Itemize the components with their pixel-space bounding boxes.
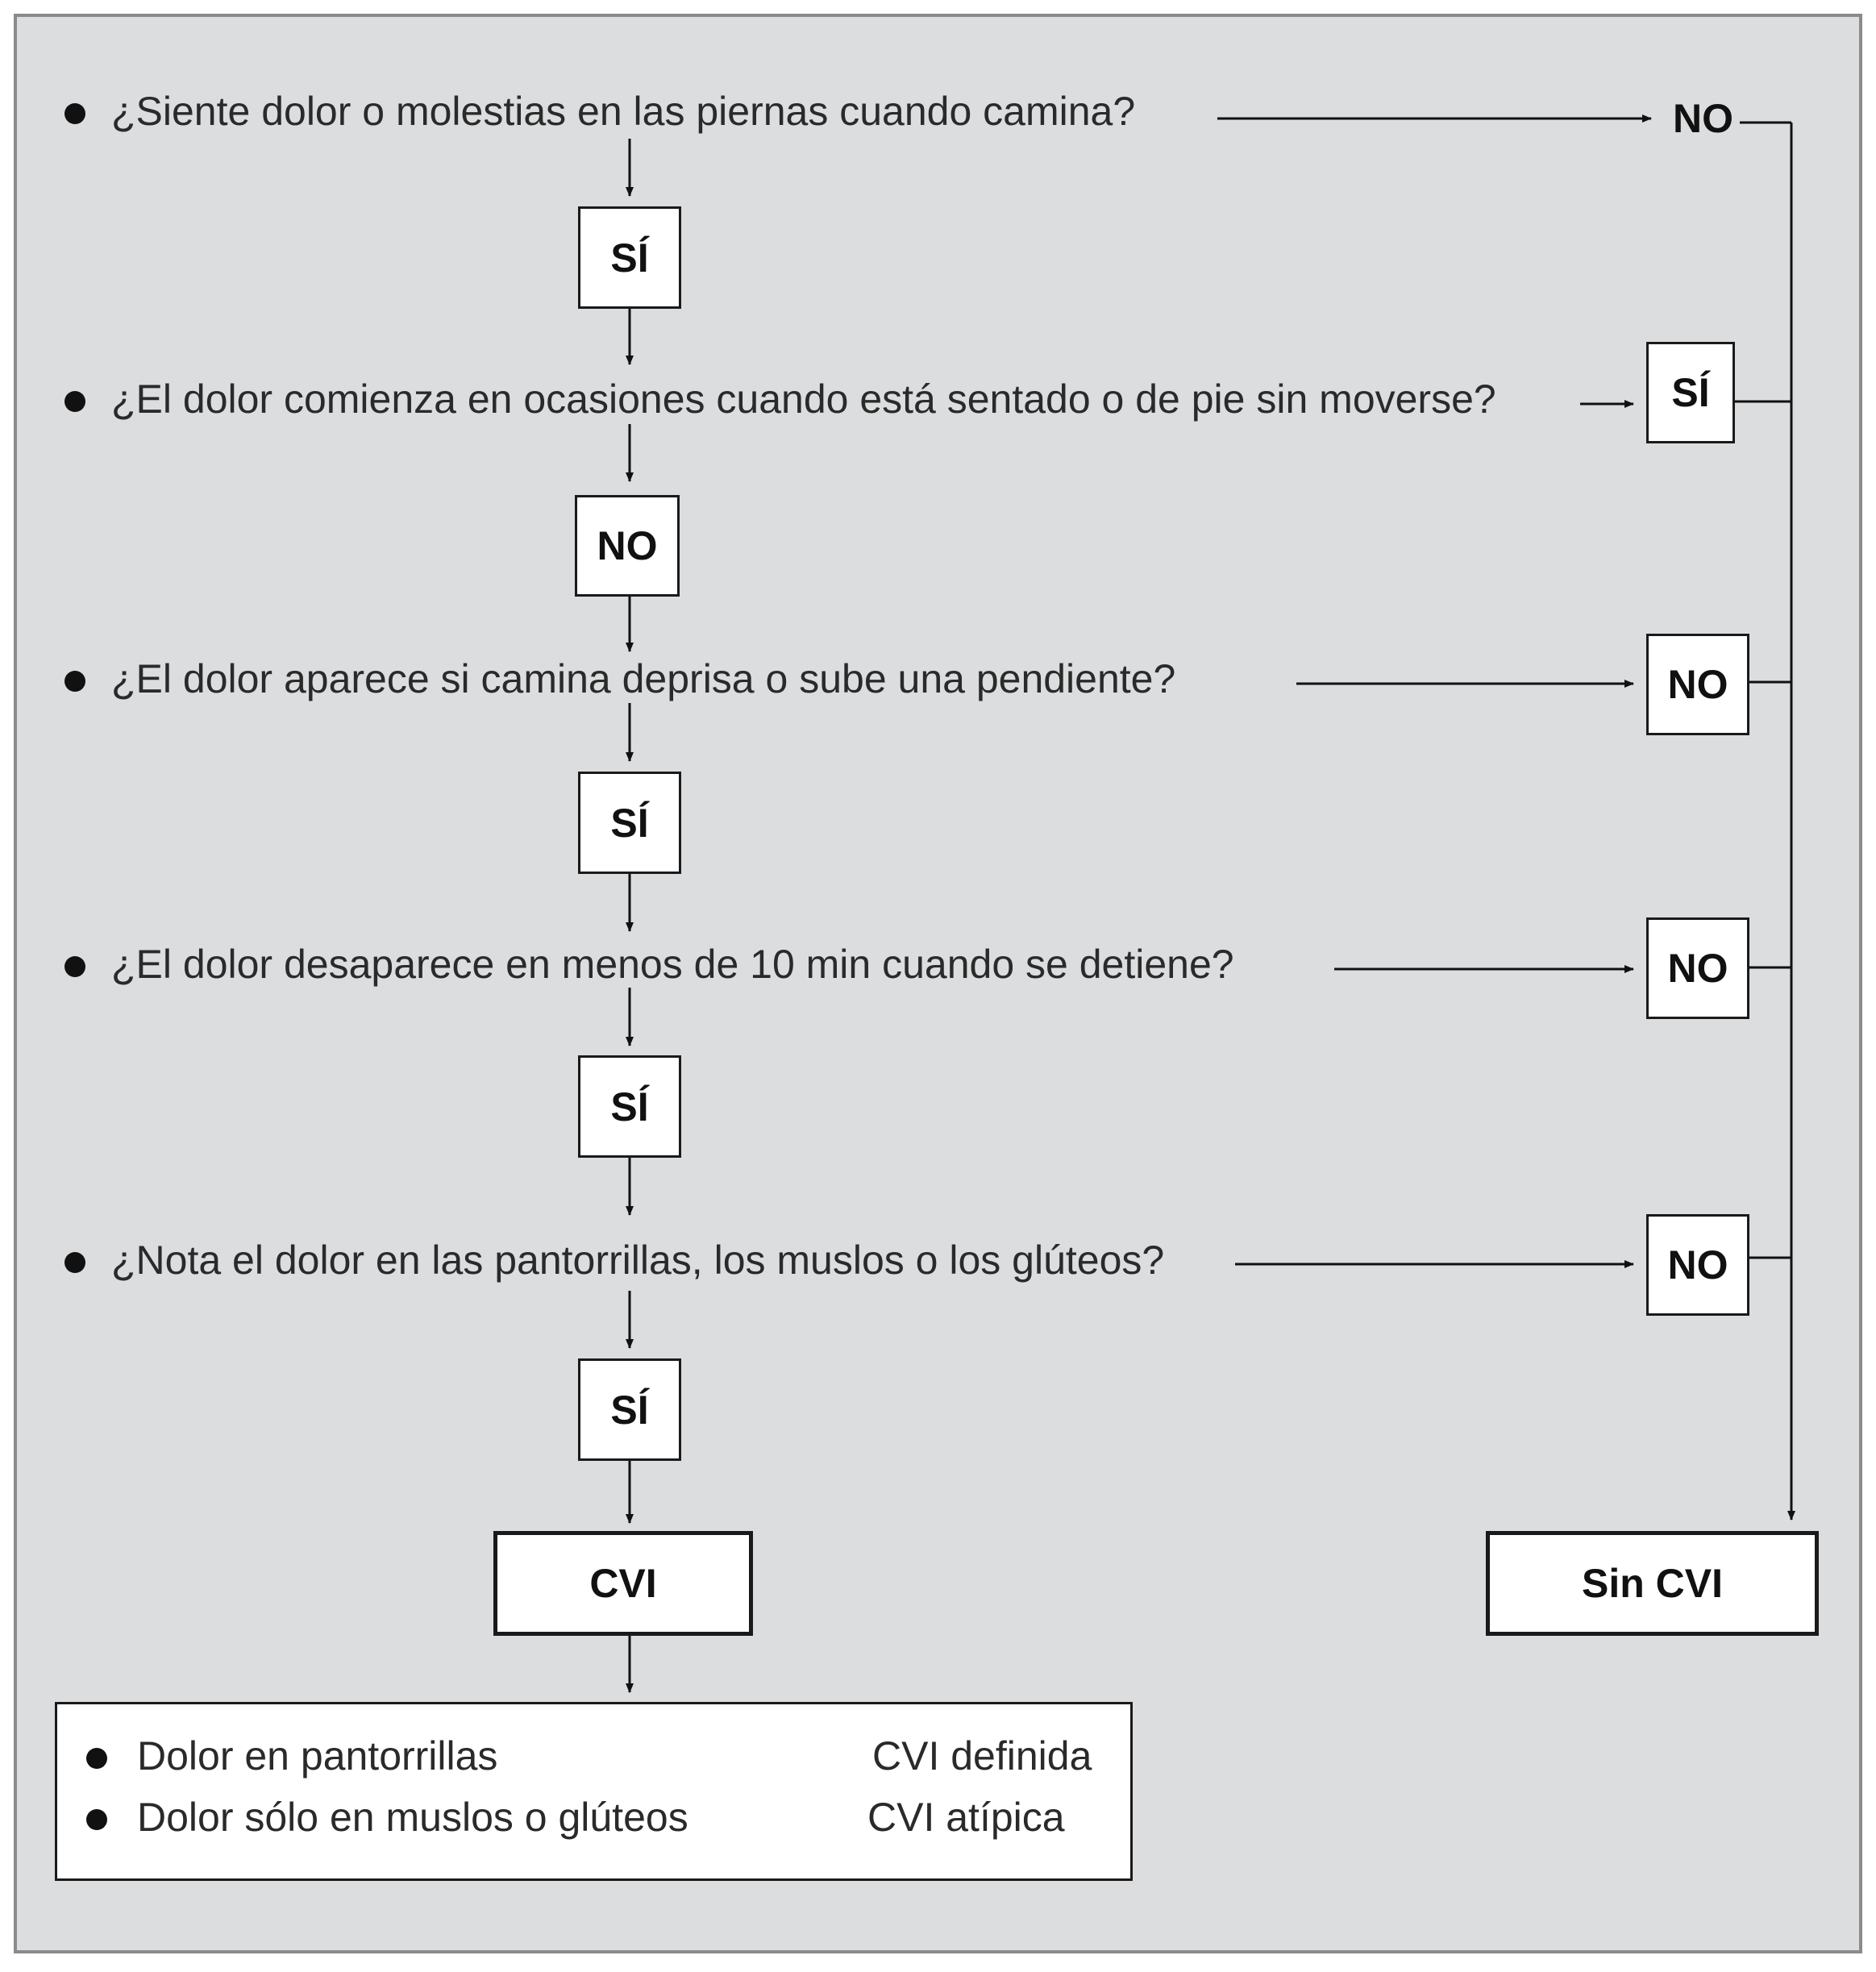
bullet-icon xyxy=(86,1748,107,1769)
answer-box-continue-3: SÍ xyxy=(578,772,681,874)
bullet-icon xyxy=(64,1252,85,1273)
legend-condition-2: Dolor sólo en muslos o glúteos xyxy=(137,1795,688,1840)
answer-box-exit-2: SÍ xyxy=(1646,342,1735,443)
question-4: ¿El dolor desaparece en menos de 10 min … xyxy=(111,942,1234,987)
answer-box-continue-2: NO xyxy=(575,495,680,597)
question-1: ¿Siente dolor o molestias en las piernas… xyxy=(111,89,1136,134)
legend-box xyxy=(55,1702,1133,1881)
answer-box-exit-3: NO xyxy=(1646,634,1749,735)
outcome-sin-cvi: Sin CVI xyxy=(1486,1531,1819,1636)
answer-box-continue-4: SÍ xyxy=(578,1055,681,1158)
legend-condition-1: Dolor en pantorrillas xyxy=(137,1733,498,1779)
legend-result-2: CVI atípica xyxy=(867,1795,1065,1840)
question-5: ¿Nota el dolor en las pantorrillas, los … xyxy=(111,1238,1165,1283)
answer-box-continue-1: SÍ xyxy=(578,206,681,309)
legend-result-1: CVI definida xyxy=(872,1733,1092,1779)
answer-box-exit-4: NO xyxy=(1646,917,1749,1019)
bullet-icon xyxy=(64,956,85,977)
bullet-icon xyxy=(64,391,85,412)
answer-exit-1: NO xyxy=(1673,96,1733,141)
bullet-icon xyxy=(64,103,85,124)
answer-box-continue-5: SÍ xyxy=(578,1358,681,1461)
bullet-icon xyxy=(86,1809,107,1830)
question-2: ¿El dolor comienza en ocasiones cuando e… xyxy=(111,377,1496,422)
question-3: ¿El dolor aparece si camina deprisa o su… xyxy=(111,656,1176,701)
bullet-icon xyxy=(64,671,85,692)
outcome-cvi: CVI xyxy=(493,1531,753,1636)
answer-box-exit-5: NO xyxy=(1646,1214,1749,1316)
